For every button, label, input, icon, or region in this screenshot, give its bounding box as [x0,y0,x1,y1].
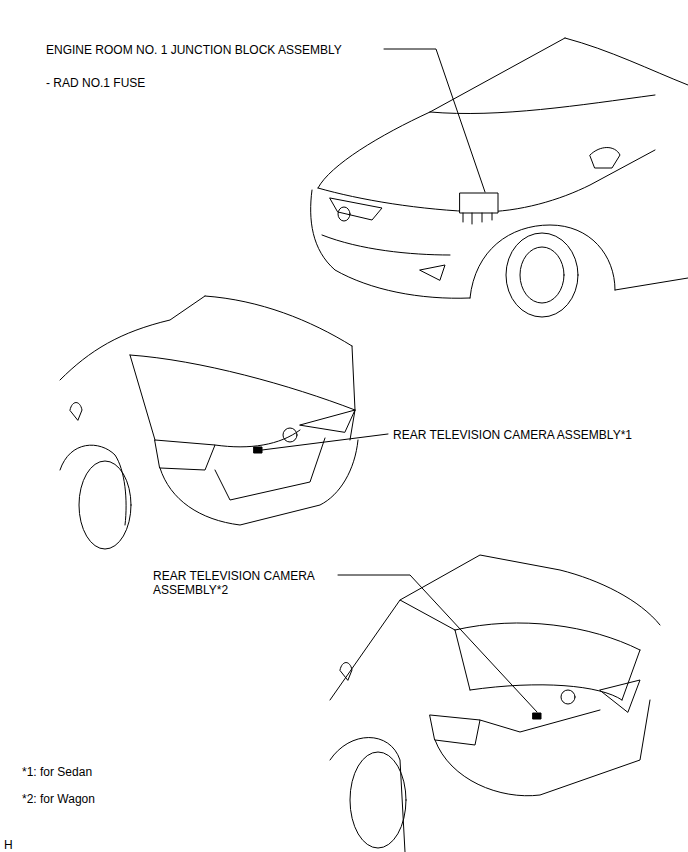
leader-lines [262,49,537,712]
part-name: REAR TELEVISION CAMERA ASSEMBLY*1 [393,428,632,442]
footnote: *2: for Wagon [22,792,95,806]
part-name: REAR TELEVISION CAMERA ASSEMBLY*2 [153,569,328,597]
footnote: *1: for Sedan [22,765,92,779]
fuse-name: - RAD NO.1 FUSE [46,76,145,90]
sedan-rear-drawing [60,296,358,549]
figure-code: H [4,838,13,852]
wagon-rear-drawing [330,555,660,852]
front-car-drawing [311,38,688,317]
part-name: ENGINE ROOM NO. 1 JUNCTION BLOCK ASSEMBL… [46,43,342,57]
